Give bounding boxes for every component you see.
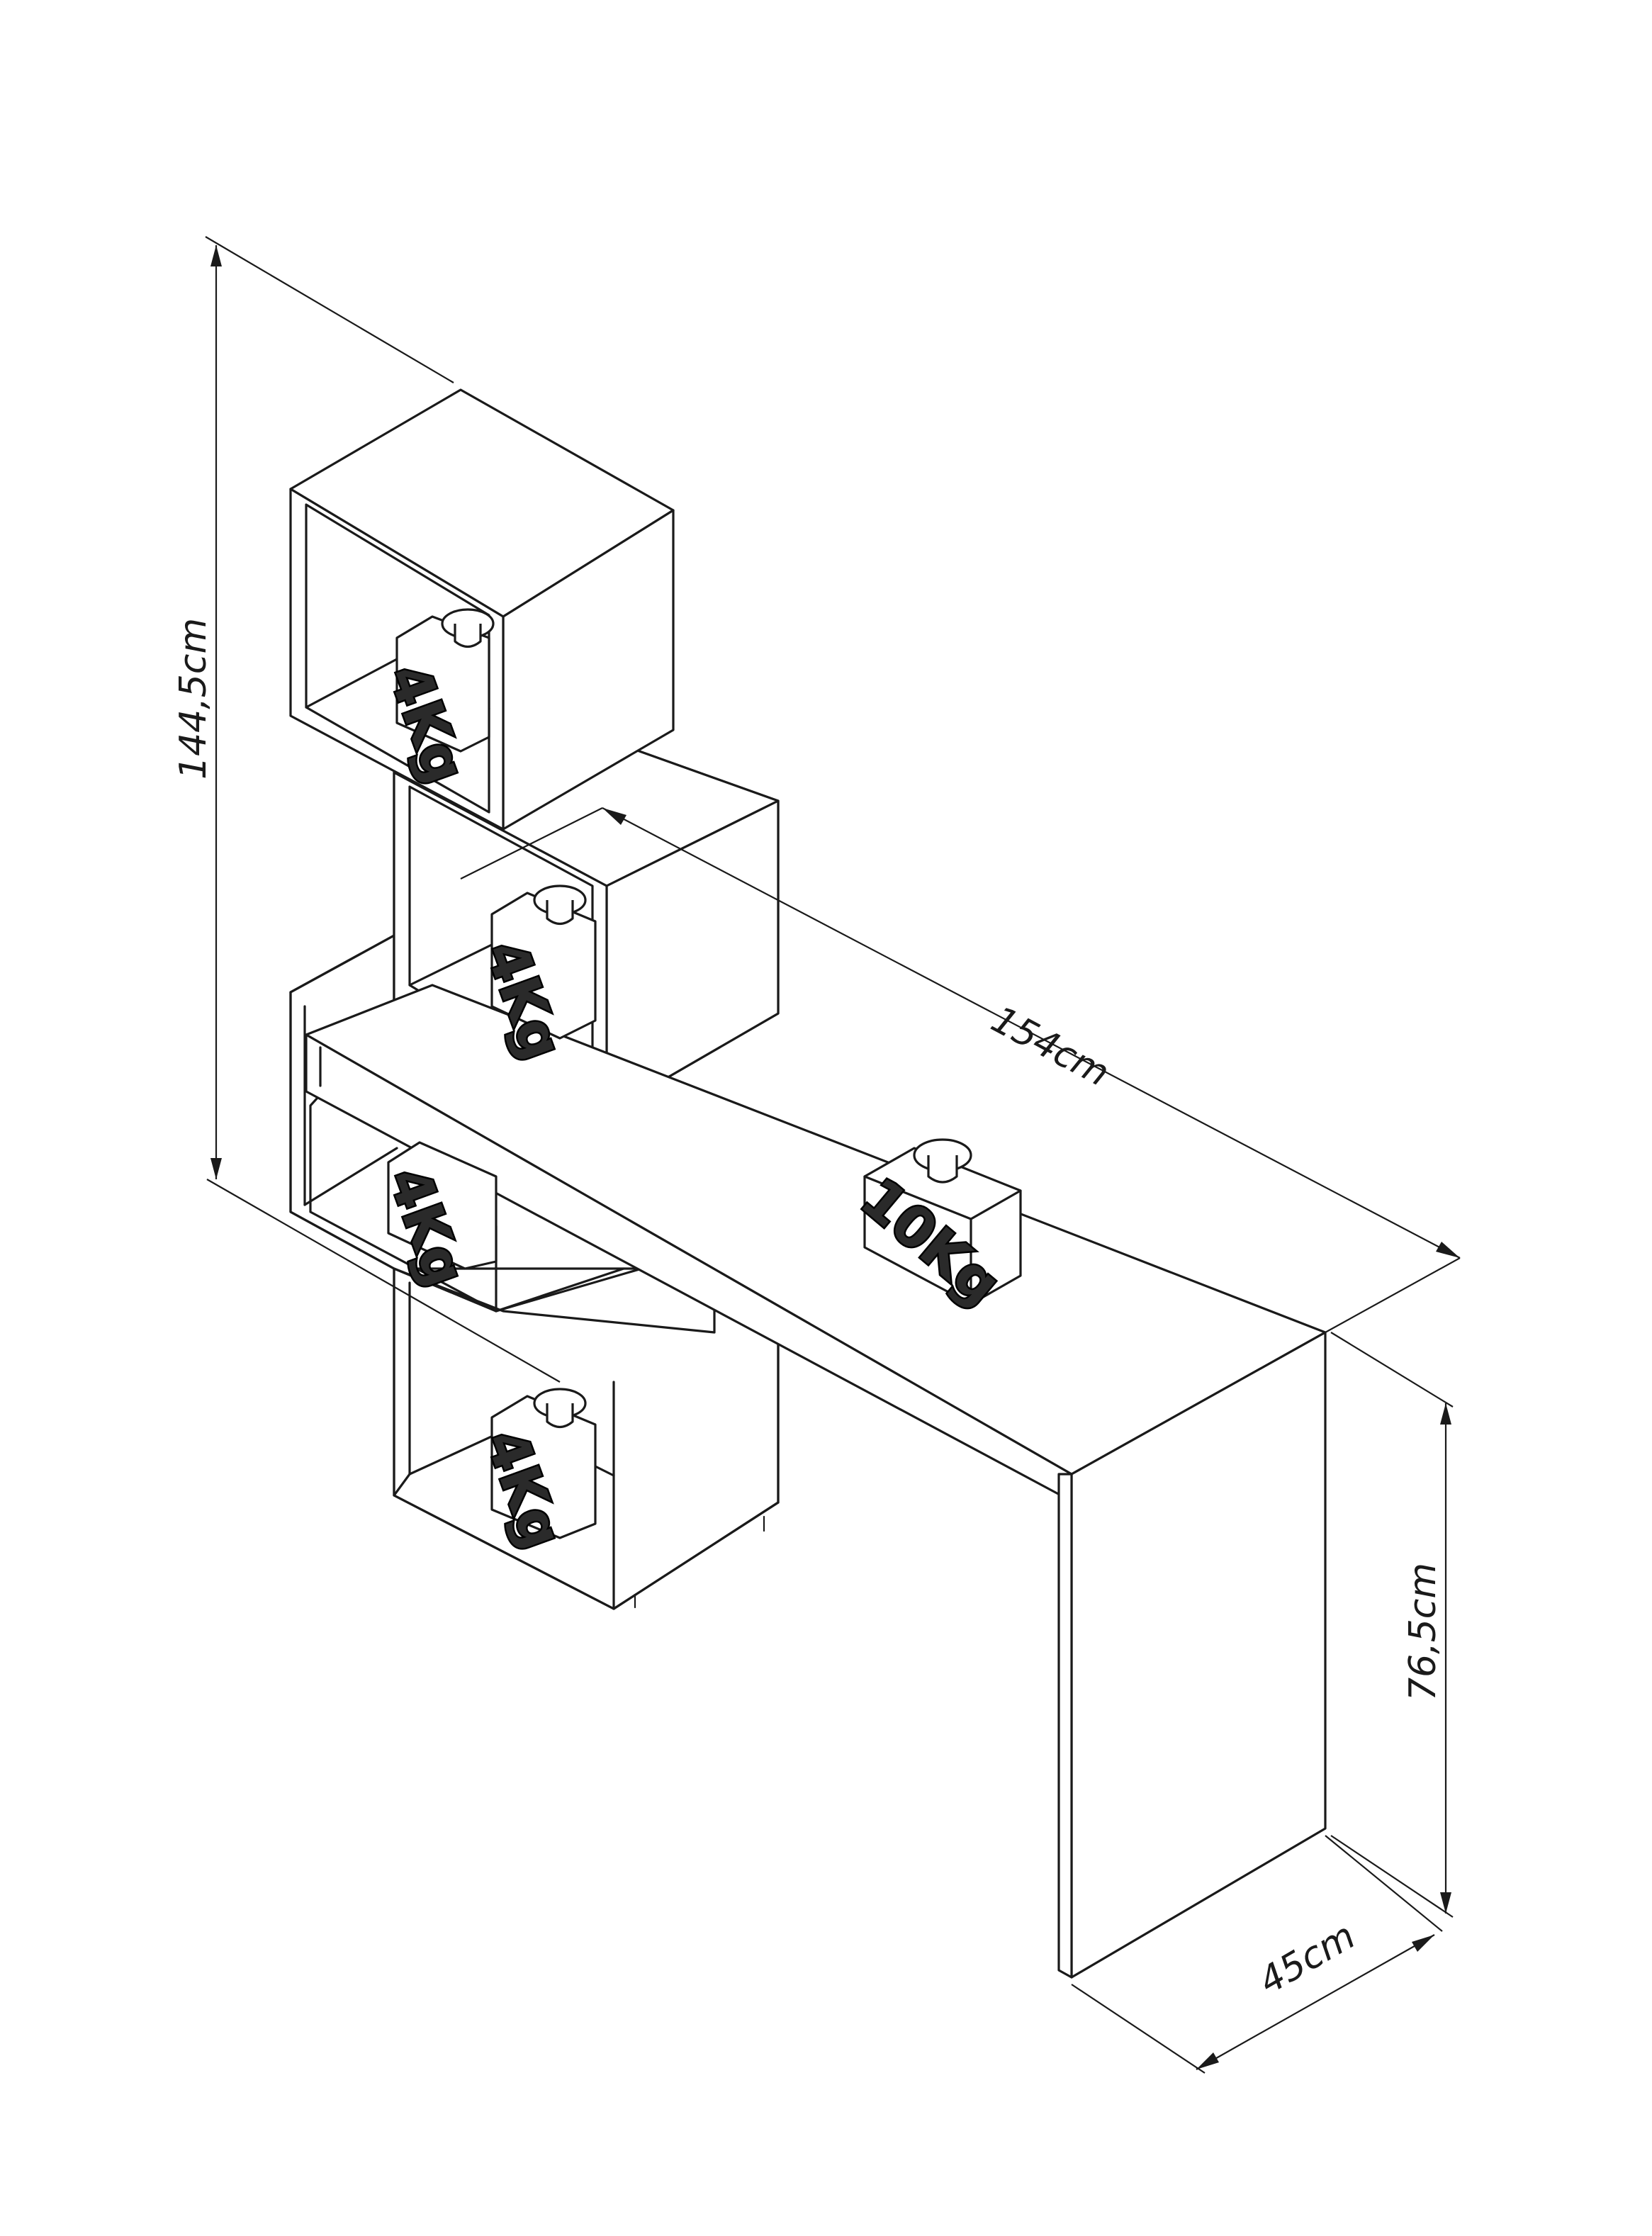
dim-desk-height	[1330, 1332, 1454, 1918]
cube-top	[289, 388, 675, 831]
dim-label-desk-height: 76,5cm	[1402, 1563, 1444, 1701]
dim-label-total-height: 144,5cm	[172, 618, 215, 780]
weight-desktop	[863, 1138, 1022, 1305]
dim-label-desk-width: 154cm	[984, 999, 1116, 1096]
dim-desk-width	[460, 807, 1461, 1333]
weight-top	[395, 608, 495, 753]
dim-desk-depth	[1071, 1835, 1443, 2074]
desk	[305, 984, 1327, 1979]
weight-lower-mid	[387, 1141, 498, 1270]
dim-total-height	[205, 236, 561, 1383]
dim-label-desk-depth: 45cm	[1252, 1915, 1363, 2004]
weight-bottom	[490, 1388, 597, 1539]
weight-upper-mid	[490, 884, 597, 1040]
